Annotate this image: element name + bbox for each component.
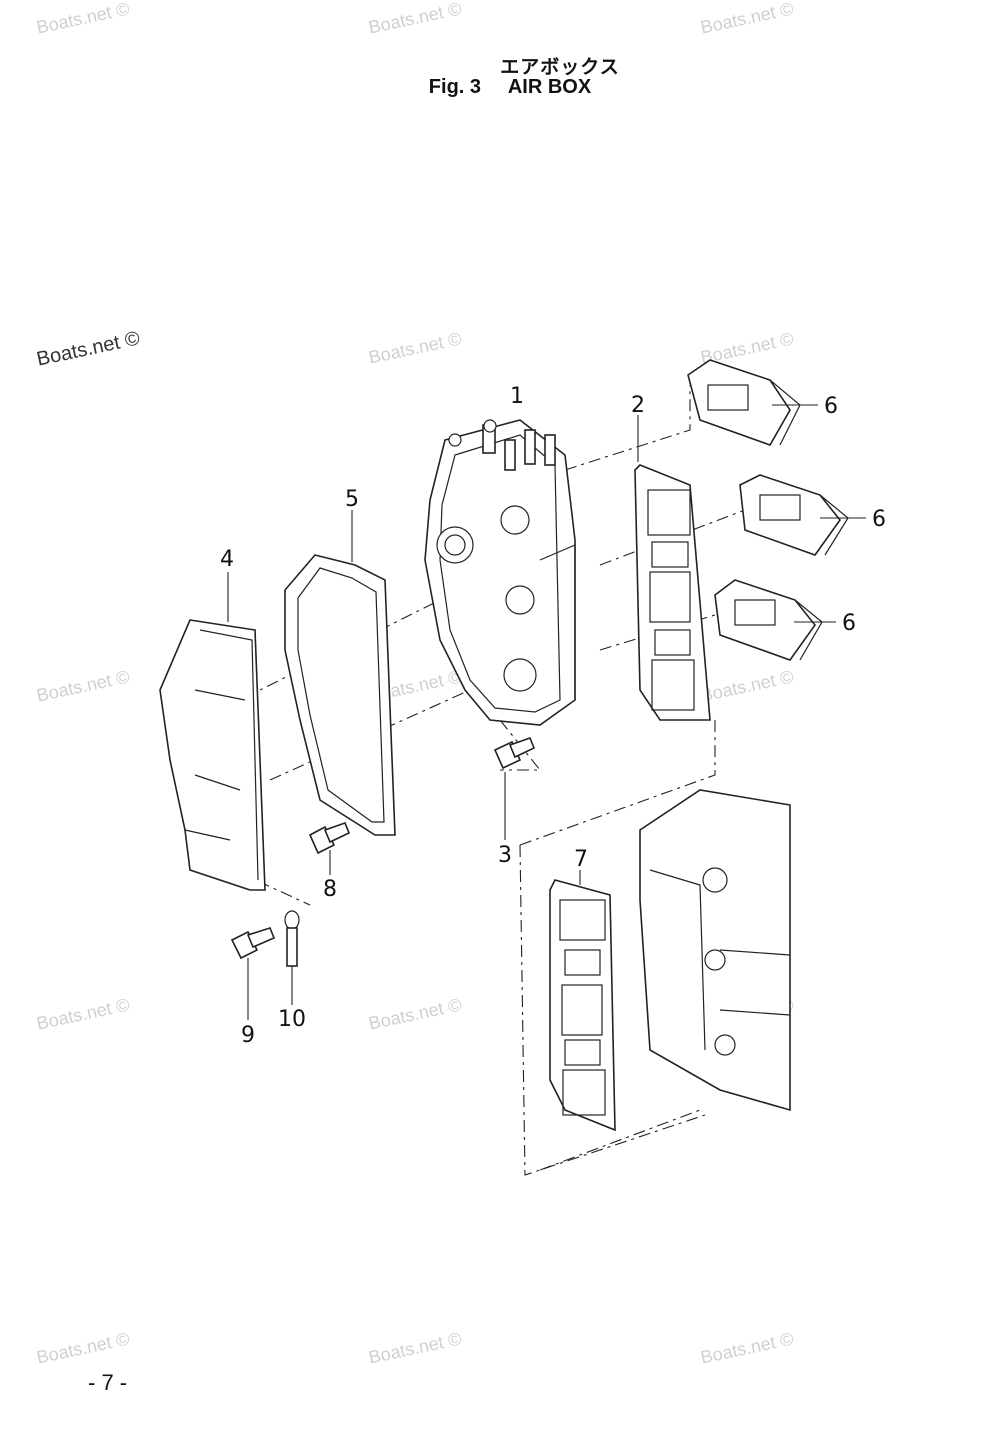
crankcase-partial bbox=[639, 789, 791, 1112]
air-box-cover-part-4 bbox=[159, 619, 266, 891]
callout-9: 9 bbox=[241, 1023, 255, 1048]
cover-gasket-part-5 bbox=[284, 554, 396, 836]
reed-valve-part-6-top bbox=[687, 359, 801, 446]
callout-2: 2 bbox=[631, 393, 645, 418]
bolt-part-8 bbox=[308, 821, 351, 855]
gasket-part-2 bbox=[634, 464, 711, 721]
callout-6-bottom: 6 bbox=[842, 611, 856, 636]
callout-5: 5 bbox=[345, 487, 359, 512]
ring-part-10 bbox=[284, 910, 300, 967]
air-box-body-part-1 bbox=[424, 419, 576, 726]
callout-7: 7 bbox=[574, 847, 588, 872]
bolt-part-3 bbox=[493, 736, 536, 770]
callout-6-top: 6 bbox=[824, 394, 838, 419]
figure-title: Fig. 3 AIR BOX bbox=[0, 76, 1000, 99]
intake-gasket-part-7 bbox=[549, 879, 616, 1132]
callout-4: 4 bbox=[220, 547, 234, 572]
callout-6-middle: 6 bbox=[872, 507, 886, 532]
callout-3: 3 bbox=[498, 843, 512, 868]
callout-8: 8 bbox=[323, 877, 337, 902]
figure-title-japanese: エアボックス bbox=[500, 56, 620, 78]
callout-1: 1 bbox=[510, 384, 524, 409]
callout-10: 10 bbox=[278, 1007, 306, 1032]
callout-leaders bbox=[227, 404, 866, 1020]
figure-title-english: AIR BOX bbox=[507, 76, 592, 98]
reed-valve-part-6-middle bbox=[739, 474, 849, 556]
bolt-part-9 bbox=[230, 927, 276, 960]
reed-valve-part-6-bottom bbox=[714, 579, 823, 661]
page-number: - 7 - bbox=[88, 1370, 128, 1395]
figure-number: Fig. 3 bbox=[428, 76, 482, 98]
